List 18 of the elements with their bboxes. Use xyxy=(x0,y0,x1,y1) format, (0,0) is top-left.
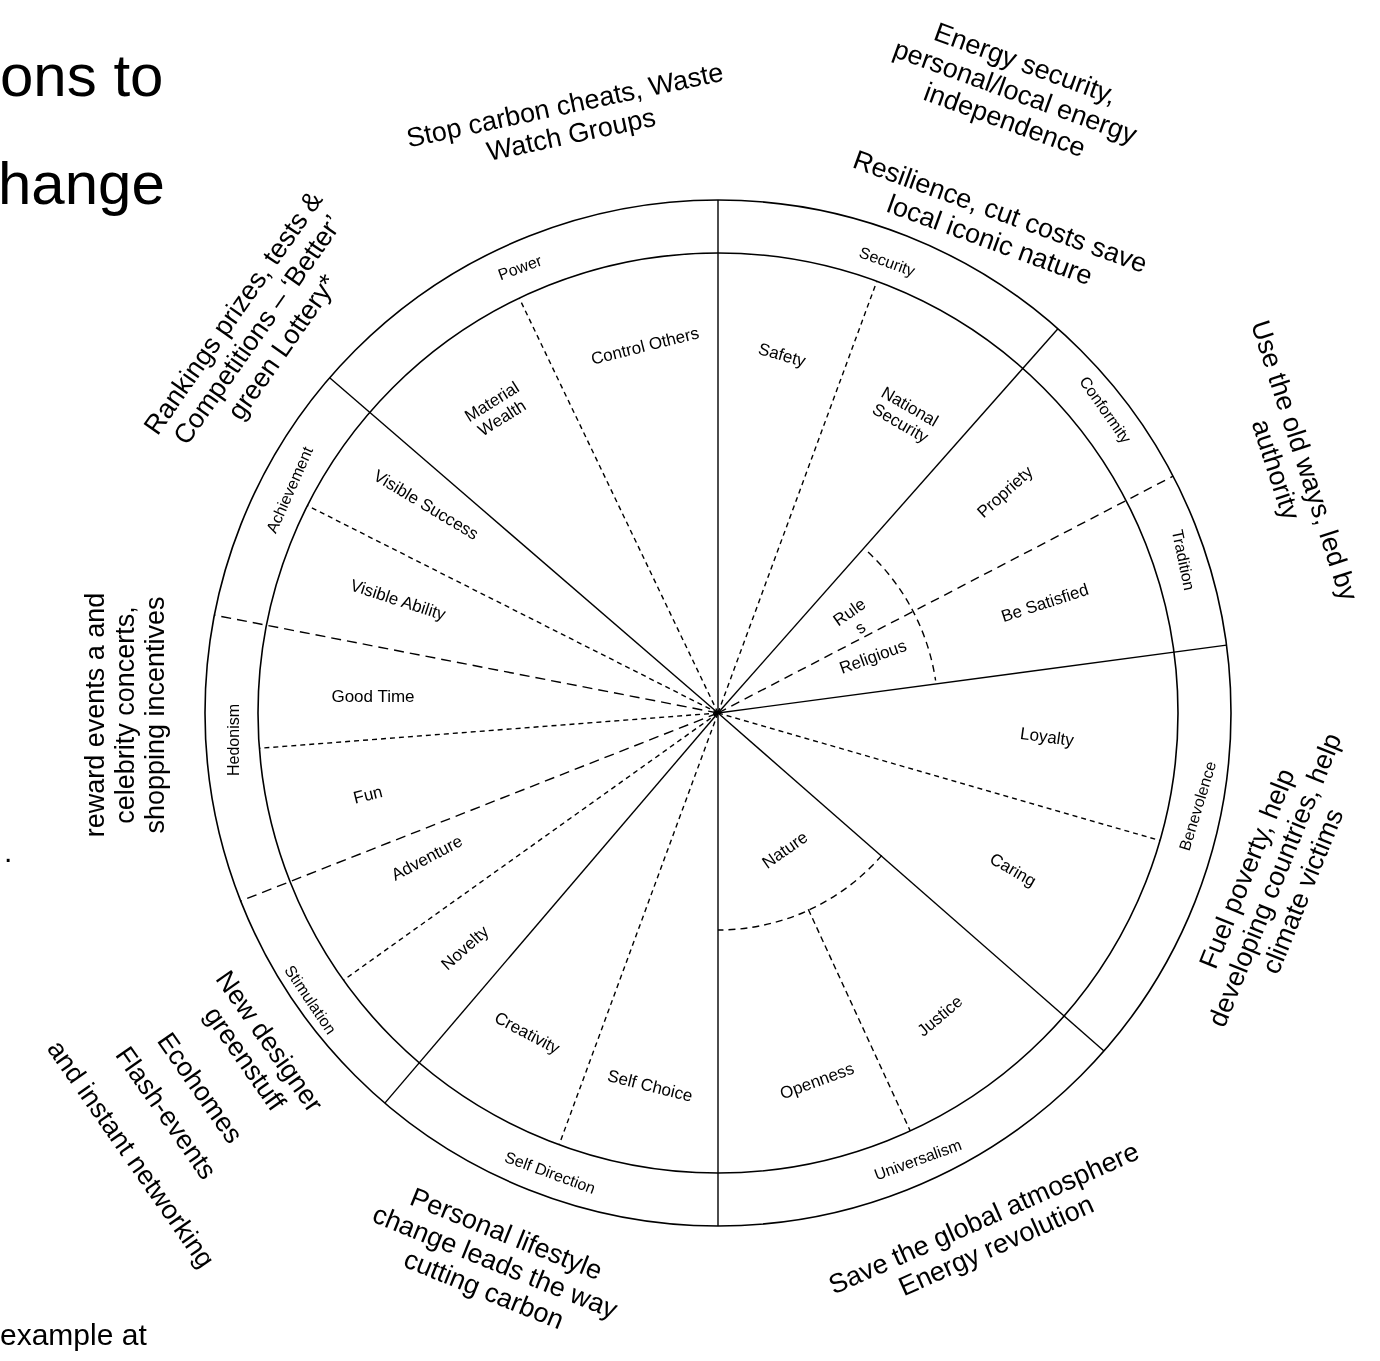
annotation-text: Stop carbon cheats, Waste Watch Groups xyxy=(402,55,727,170)
ring-label: Power xyxy=(495,251,545,285)
annotation-text: reward events a and celebrity concerts, shopping incentives xyxy=(79,591,171,840)
annotation-text: Use the old ways, led by authority xyxy=(1244,315,1365,607)
segment-label: Loyalty xyxy=(1019,723,1075,751)
ring-label: Tradition xyxy=(1167,528,1199,592)
segment-label: Safety xyxy=(756,339,808,371)
segment-label: Self Choice xyxy=(605,1066,695,1106)
segment-label: Control Others xyxy=(589,323,701,369)
heading-text: hange xyxy=(0,150,165,218)
period-text: . xyxy=(4,835,13,869)
segment-label: Visible Ability xyxy=(348,575,448,625)
heading-text: ons to xyxy=(0,42,164,110)
segment-label: Rules xyxy=(828,593,871,640)
footer-text: example at xyxy=(0,1318,147,1352)
segment-label: Good Time xyxy=(331,687,415,707)
segment-label: Fun xyxy=(351,782,385,808)
ring-label: Hedonism xyxy=(225,704,243,776)
